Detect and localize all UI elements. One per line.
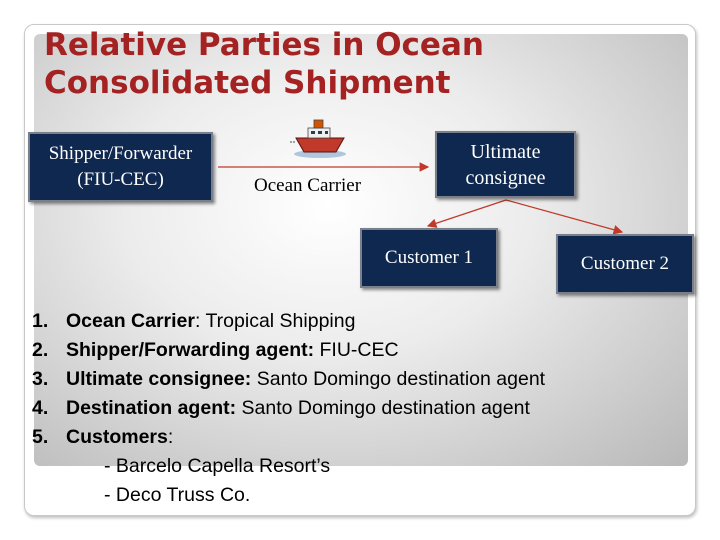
node-shipper-forwarder: Shipper/Forwarder (FIU-CEC) bbox=[28, 132, 213, 202]
list-item: 3. Ultimate consignee: Santo Domingo des… bbox=[32, 365, 545, 394]
list-item: 4. Destination agent: Santo Domingo dest… bbox=[32, 394, 545, 423]
list-label: Destination agent: bbox=[66, 397, 237, 419]
list-item: 1. Ocean Carrier: Tropical Shipping bbox=[32, 307, 545, 336]
ship-icon bbox=[290, 119, 346, 158]
node-ocean-carrier: Ocean Carrier bbox=[254, 175, 362, 196]
list-text: Tropical Shipping bbox=[200, 310, 356, 332]
node-customer-2: Customer 2 bbox=[556, 234, 694, 294]
list-number: 5. bbox=[32, 426, 49, 448]
list-separator: : bbox=[195, 310, 201, 332]
node-customer-1: Customer 1 bbox=[360, 228, 498, 288]
list-number: 3. bbox=[32, 368, 49, 390]
list-label: Shipper/Forwarding agent: bbox=[66, 339, 315, 361]
customer-entry: - Deco Truss Co. bbox=[104, 484, 251, 506]
list-number: 1. bbox=[32, 310, 49, 332]
list-label: Ocean Carrier bbox=[66, 310, 195, 332]
parties-list: 1. Ocean Carrier: Tropical Shipping 2. S… bbox=[32, 307, 545, 510]
customer-entry: - Barcelo Capella Resort’s bbox=[104, 455, 331, 477]
list-item: 2. Shipper/Forwarding agent: FIU-CEC bbox=[32, 336, 545, 365]
list-text: FIU-CEC bbox=[314, 339, 399, 361]
slide-title: Relative Parties in Ocean Consolidated S… bbox=[44, 27, 484, 101]
list-item: 5. Customers: bbox=[32, 423, 545, 452]
list-text: Santo Domingo destination agent bbox=[236, 397, 530, 419]
list-label: Customers bbox=[66, 426, 168, 448]
node-ultimate-consignee: Ultimate consignee bbox=[435, 131, 576, 198]
list-number: 2. bbox=[32, 339, 49, 361]
list-label: Ultimate consignee: bbox=[66, 368, 252, 390]
list-separator: : bbox=[167, 426, 174, 448]
list-number: 4. bbox=[32, 397, 49, 419]
list-text: Santo Domingo destination agent bbox=[251, 368, 546, 390]
